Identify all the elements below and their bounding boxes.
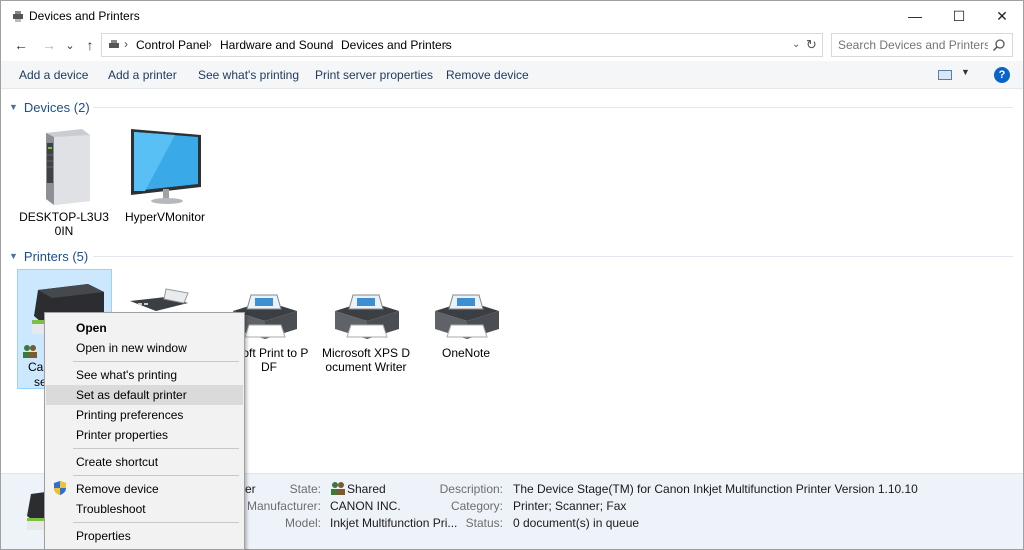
printer-label: OneNote — [441, 346, 491, 360]
title-bar[interactable]: Devices and Printers — ☐ ✕ — [1, 1, 1023, 31]
group-divider — [93, 256, 1013, 257]
shared-users-icon — [331, 482, 345, 495]
refresh-button[interactable]: ↻ — [806, 37, 817, 52]
device-item-monitor[interactable]: HyperVMonitor — [118, 125, 212, 224]
menu-separator — [73, 475, 239, 476]
collapse-chevron-icon[interactable]: ▼ — [9, 102, 18, 112]
printer-item-onenote[interactable]: OneNote — [419, 289, 513, 360]
printer-icon — [335, 294, 399, 339]
view-options-chevron-icon[interactable]: ▼ — [961, 67, 970, 77]
category-value: Printer; Scanner; Fax — [513, 499, 627, 513]
breadcrumb-chevron[interactable]: › — [329, 37, 333, 51]
breadcrumb-chevron[interactable]: › — [444, 37, 448, 51]
menu-item-see-whats-printing[interactable]: See what's printing — [76, 368, 178, 382]
manufacturer-value: CANON INC. — [330, 499, 401, 513]
add-printer-button[interactable]: Add a printer — [108, 68, 177, 82]
menu-item-printer-properties[interactable]: Printer properties — [76, 428, 169, 442]
add-device-button[interactable]: Add a device — [19, 68, 89, 82]
minimize-button[interactable]: — — [908, 8, 922, 24]
devices-printers-location-icon — [109, 40, 119, 48]
model-label: Model: — [284, 516, 321, 530]
status-label: Status: — [465, 516, 503, 530]
search-icon[interactable] — [992, 38, 1006, 52]
printer-label: Microsoft XPS Document Writer — [321, 346, 411, 374]
device-label: DESKTOP-L3U30IN — [19, 210, 109, 238]
maximize-button[interactable]: ☐ — [952, 7, 966, 24]
print-server-properties-button[interactable]: Print server properties — [315, 68, 434, 82]
desktop-tower-icon — [46, 129, 90, 205]
back-button[interactable]: ← — [14, 37, 28, 53]
search-box[interactable] — [831, 33, 1013, 57]
printer-item-xps-writer[interactable]: Microsoft XPS Document Writer — [319, 289, 413, 374]
forward-button[interactable]: → — [42, 37, 56, 53]
device-item-desktop[interactable]: DESKTOP-L3U30IN — [17, 125, 111, 238]
printer-label: Car — [28, 360, 48, 374]
category-label: Category: — [450, 499, 503, 513]
menu-item-properties[interactable]: Properties — [76, 529, 131, 543]
change-view-icon[interactable] — [938, 70, 952, 80]
menu-item-troubleshoot[interactable]: Troubleshoot — [76, 502, 146, 516]
devices-printers-icon — [13, 11, 23, 22]
breadcrumb-devices-printers[interactable]: Devices and Printers — [341, 38, 452, 52]
model-value: Inkjet Multifunction Pri... — [330, 516, 458, 530]
printer-label: osoft Print to PDF — [229, 346, 309, 374]
device-name-fragment: er — [245, 482, 256, 496]
command-bar: Add a device Add a printer See what's pr… — [1, 61, 1023, 89]
status-value: 0 document(s) in queue — [513, 516, 640, 530]
search-input[interactable] — [838, 37, 988, 53]
description-value: The Device Stage(TM) for Canon Inkjet Mu… — [513, 482, 918, 496]
up-button[interactable]: ↑ — [86, 37, 94, 53]
state-value: Shared — [347, 482, 386, 496]
menu-item-open[interactable]: Open — [76, 321, 107, 335]
context-menu: Open Open in new window See what's print… — [44, 312, 245, 550]
printer-label: se — [34, 375, 47, 389]
devices-group-header[interactable]: ▼ Devices (2) — [9, 98, 90, 116]
printers-group-header[interactable]: ▼ Printers (5) — [9, 247, 88, 265]
uac-shield-icon — [54, 481, 66, 495]
address-row: ← → ⌄ ↑ › Control Panel › Hardware and S… — [1, 31, 1023, 59]
help-icon[interactable]: ? — [994, 67, 1010, 83]
state-label: State: — [289, 482, 321, 496]
menu-item-create-shortcut[interactable]: Create shortcut — [76, 455, 159, 469]
menu-item-open-new-window[interactable]: Open in new window — [76, 341, 187, 355]
breadcrumb-hardware-sound[interactable]: Hardware and Sound — [220, 38, 334, 52]
breadcrumb-chevron[interactable]: › — [124, 37, 128, 51]
device-label: HyperVMonitor — [124, 210, 206, 224]
address-dropdown-icon[interactable]: ⌄ — [792, 39, 801, 50]
printer-item-fax[interactable] — [126, 287, 196, 313]
devices-group-title: Devices (2) — [23, 99, 90, 115]
menu-separator — [73, 361, 239, 362]
window-title: Devices and Printers — [29, 9, 140, 23]
menu-item-set-default-printer[interactable]: Set as default printer — [46, 385, 243, 405]
address-bar[interactable]: › Control Panel › Hardware and Sound › D… — [101, 33, 823, 57]
collapse-chevron-icon[interactable]: ▼ — [9, 251, 18, 261]
menu-separator — [73, 522, 239, 523]
menu-separator — [73, 448, 239, 449]
group-divider — [93, 107, 1013, 108]
printer-icon — [435, 294, 499, 339]
fax-icon — [130, 288, 189, 311]
see-whats-printing-button[interactable]: See what's printing — [198, 68, 300, 82]
breadcrumb-control-panel[interactable]: Control Panel — [136, 38, 209, 52]
recent-locations-button[interactable]: ⌄ — [65, 39, 75, 52]
manufacturer-label: Manufacturer: — [246, 499, 321, 513]
monitor-icon — [131, 129, 201, 204]
remove-device-button[interactable]: Remove device — [446, 68, 529, 82]
shared-users-icon — [23, 345, 37, 358]
printers-group-title: Printers (5) — [23, 248, 89, 264]
breadcrumb-chevron[interactable]: › — [208, 37, 212, 51]
description-label: Description: — [439, 482, 503, 496]
close-button[interactable]: ✕ — [996, 7, 1008, 24]
menu-item-printing-preferences[interactable]: Printing preferences — [76, 408, 184, 422]
menu-item-remove-device[interactable]: Remove device — [76, 482, 159, 496]
